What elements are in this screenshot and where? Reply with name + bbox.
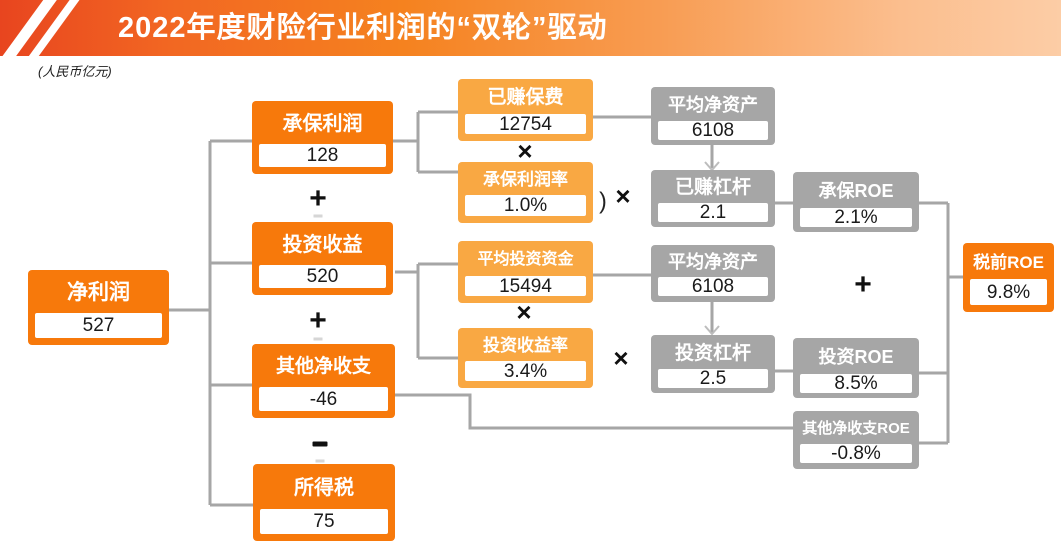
node-earned-premium: 已赚保费 12754 [458,79,593,141]
operator-tick [313,337,323,341]
node-value: 75 [260,509,388,534]
connector-line [395,393,793,430]
node-value: 6108 [658,121,768,140]
node-value: 9.8% [970,279,1047,305]
node-label: 其他净收支 [275,356,371,377]
node-net-profit: 净利润 527 [28,270,169,345]
operator-times: × [615,181,631,211]
node-value: 12754 [465,114,586,134]
node-label: 已赚保费 [487,87,564,108]
node-value: 1.0% [465,195,586,216]
node-label: 所得税 [294,476,354,499]
node-earned-leverage: 已赚杠杆 2.1 [651,170,775,227]
node-value: -46 [259,387,388,411]
node-label: 投资杠杆 [674,342,751,364]
operator-plus: + [309,182,327,215]
node-investment-income: 投资收益 520 [252,222,393,295]
node-pretax-roe: 税前ROE 9.8% [963,243,1054,312]
node-label: 平均净资产 [668,252,758,272]
node-label: 已赚杠杆 [674,177,751,198]
node-value: 520 [259,265,386,288]
node-label: 承保利润率 [483,170,568,189]
node-underwriting-margin: 承保利润率 1.0% [458,162,593,223]
node-label: 平均净资产 [668,95,758,115]
operator-tick [315,459,325,463]
node-label: 投资收益率 [483,336,568,355]
node-avg-net-assets-1: 平均净资产 6108 [651,87,775,145]
node-label: 承保利润 [282,112,363,135]
node-value: 15494 [465,276,586,296]
operator-times: × [517,136,533,166]
node-underwriting-roe: 承保ROE 2.1% [793,172,919,232]
currency-unit-note: (人民币亿元) [38,64,112,79]
operator-paren: ) [599,187,607,214]
node-avg-net-assets-2: 平均净资产 6108 [651,245,775,302]
node-label: 净利润 [67,281,130,304]
node-value: 527 [35,313,162,338]
node-value: 6108 [658,277,768,296]
node-value: 8.5% [800,374,912,393]
operator-times: × [516,297,532,327]
node-investment-yield: 投资收益率 3.4% [458,328,593,388]
node-label: 承保ROE [818,181,894,201]
node-label: 投资收益 [282,233,363,256]
node-label: 其他净收支ROE [802,420,910,437]
node-other-net-income-roe: 其他净收支ROE -0.8% [793,411,919,469]
operator-tick [313,214,323,218]
node-label: 平均投资资金 [477,250,574,268]
node-label: 税前ROE [973,252,1044,272]
node-value: 2.1 [658,203,768,222]
node-other-net-income: 其他净收支 -46 [252,344,395,418]
node-value: 2.5 [658,369,768,388]
operator-plus: + [854,268,872,301]
page-title: 2022年度财险行业利润的“双轮”驱动 [118,12,608,44]
node-value: 2.1% [800,208,912,227]
node-income-tax: 所得税 75 [253,464,395,541]
node-value: 3.4% [465,361,586,381]
node-underwriting-profit: 承保利润 128 [252,101,393,174]
node-value: -0.8% [800,444,912,463]
connector-line [704,325,720,336]
title-bar: 2022年度财险行业利润的“双轮”驱动 [0,0,1061,56]
operator-minus [312,441,328,447]
node-value: 128 [259,144,386,167]
node-avg-investment-assets: 平均投资资金 15494 [458,241,593,303]
operator-times: × [613,343,629,373]
node-label: 投资ROE [818,347,894,367]
node-investment-roe: 投资ROE 8.5% [793,338,919,398]
operator-plus: + [309,304,327,337]
node-investment-leverage: 投资杠杆 2.5 [651,335,775,393]
